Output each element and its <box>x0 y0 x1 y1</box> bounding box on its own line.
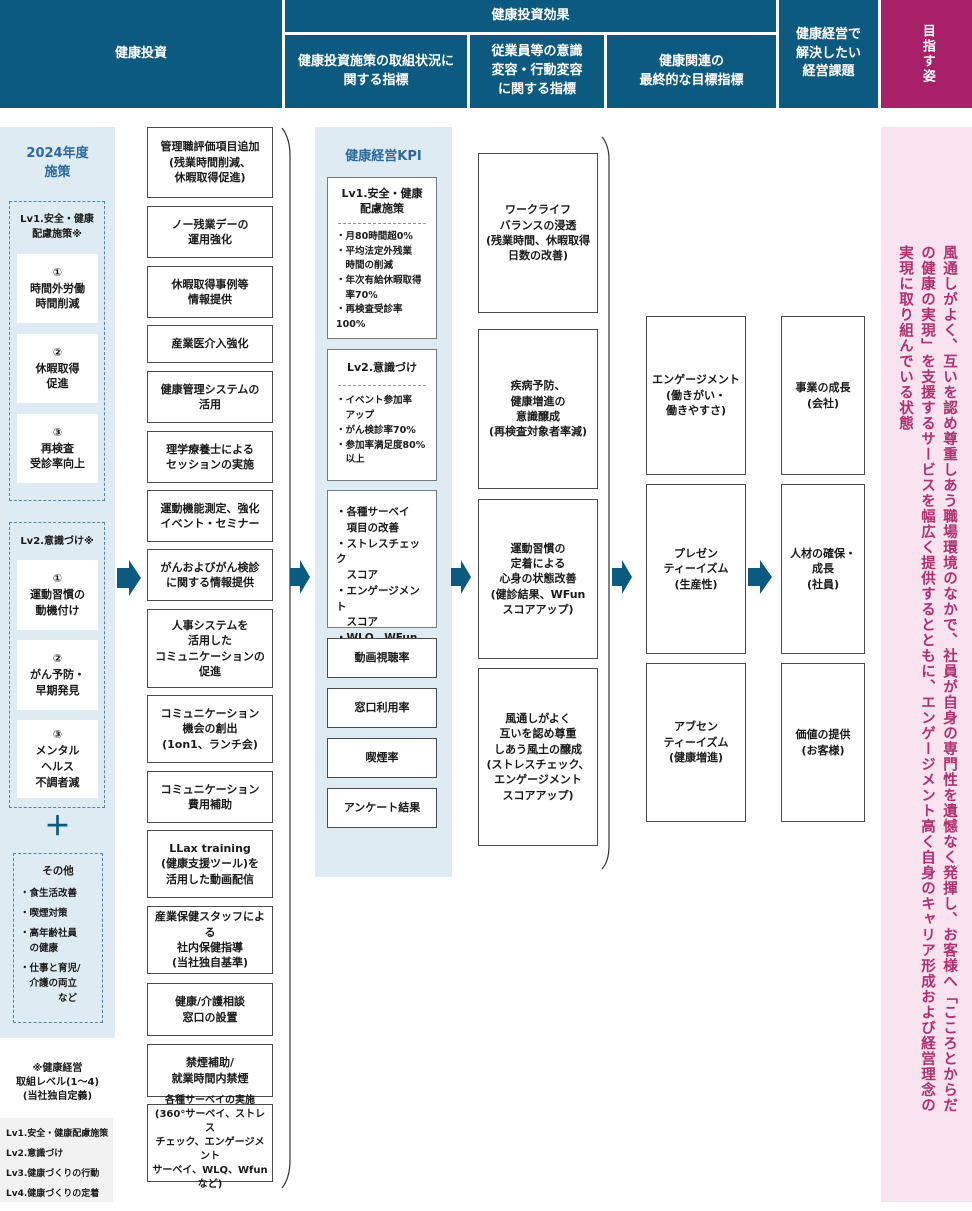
issue-item: 事業の成長 (会社) <box>781 316 865 475</box>
header-effect: 健康投資効果 <box>285 0 776 32</box>
arrow-right-icon <box>451 560 471 594</box>
measure-item: がんおよびがん検診 に関する情報提供 <box>147 549 273 601</box>
kpi-lv2-items: ・イベント参加率 アップ ・がん検診率70% ・参加率満足度80% 以上 <box>336 395 426 466</box>
fy-other-item: ・喫煙対策 <box>20 908 68 919</box>
arrow-right-icon <box>612 560 632 594</box>
fy-other-item: ・仕事と育児/ 介護の両立 など <box>20 963 81 1004</box>
behavior-item: 疾病予防、 健康増進の 意識醸成 (再検査対象者率減) <box>478 329 598 489</box>
arrow-right-icon <box>117 560 141 596</box>
final-item: プレゼン ティーイズム (生産性) <box>646 484 746 654</box>
measure-item: 人事システムを 活用した コミュニケーションの 促進 <box>147 609 273 688</box>
kpi-lv1-card: Lv1.安全・健康 配慮施策 ・月80時間超0% ・平均法定外残業 時間の削減 … <box>327 177 437 339</box>
arrow-right-icon <box>290 560 310 594</box>
measure-item: 禁煙補助/ 就業時間内禁煙 <box>147 1044 273 1097</box>
kpi-divider <box>338 222 426 224</box>
behavior-item: 風通しがよく 互いを認め尊重 しあう風土の醸成 (ストレスチェック、 エンゲージ… <box>478 668 598 846</box>
header-effect-sub1: 健康投資施策の取組状況に 関する指標 <box>285 35 467 108</box>
vision-text: 風通しがよく、互いを認め尊重しあう職場環境のなかで、社員が自身の専門性を遺憾なく… <box>897 245 957 1113</box>
measure-item: コミュニケーション 機会の創出 (1on1、ランチ会) <box>147 695 273 763</box>
bracket-shape <box>601 136 610 870</box>
header-issues: 健康経営で 解決したい 経営課題 <box>779 0 878 108</box>
measure-item: 運動機能測定、強化 イベント・セミナー <box>147 490 273 542</box>
level-legend: Lv1.安全・健康配慮施策 Lv2.意識づけ Lv3.健康づくりの行動 Lv4.… <box>0 1118 113 1202</box>
fy-lv1-group <box>9 201 105 501</box>
kpi-lv1-head: Lv1.安全・健康 配慮施策 <box>341 187 423 216</box>
kpi-survey-card: ・各種サーベイ 項目の改善 ・ストレスチェック スコア ・エンゲージメント スコ… <box>327 490 437 644</box>
measure-item: 産業保健スタッフによる 社内保健指導 (当社独自基準) <box>147 906 273 974</box>
fy-lv2-item-2: ② がん予防・ 早期発見 <box>17 640 98 710</box>
measure-item: コミュニケーション 費用補助 <box>147 771 273 823</box>
kpi-divider <box>338 385 426 387</box>
kpi-extra-item: 動画視聴率 <box>327 638 437 678</box>
bracket-shape <box>281 127 291 1189</box>
fy-other-title: その他 <box>42 865 74 877</box>
kpi-lv2-card: Lv2.意識づけ ・イベント参加率 アップ ・がん検診率70% ・参加率満足度8… <box>327 349 437 481</box>
fy-lv1-item-1: ① 時間外労働 時間削減 <box>17 254 98 323</box>
fy-lv1-item-2: ② 休暇取得 促進 <box>17 334 98 403</box>
vision-panel: 風通しがよく、互いを認め尊重しあう職場環境のなかで、社員が自身の専門性を遺憾なく… <box>881 127 972 1202</box>
level-note: ※健康経営 取組レベル(1～4) (当社独自定義) <box>15 1063 100 1102</box>
header-effect-sub3: 健康関連の 最終的な目標指標 <box>607 35 776 108</box>
behavior-item: 運動習慣の 定着による 心身の状態改善 (健診結果、WFun スコアアップ) <box>478 499 598 659</box>
header-investment: 健康投資 <box>0 0 282 108</box>
kpi-extra-item: 喫煙率 <box>327 738 437 778</box>
legend-item: Lv1.安全・健康配慮施策 <box>6 1129 109 1139</box>
fy-title: 2024年度 施策 <box>26 146 89 180</box>
kpi-survey-items: ・各種サーベイ 項目の改善 ・ストレスチェック スコア ・エンゲージメント スコ… <box>336 506 420 644</box>
kpi-lv1-items: ・月80時間超0% ・平均法定外残業 時間の削減 ・年次有給休暇取得 率70% … <box>336 230 422 331</box>
kpi-extra-item: アンケート結果 <box>327 788 437 828</box>
measure-item: 産業医介入強化 <box>147 325 273 363</box>
final-item: アブセン ティーイズム (健康増進) <box>646 663 746 822</box>
header-goal: 目指す姿 <box>881 0 972 108</box>
measure-item: 休暇取得事例等 情報提供 <box>147 266 273 318</box>
fy-other-item: ・食生活改善 <box>20 888 78 899</box>
issue-item: 人材の確保・ 成長 (社員) <box>781 484 865 654</box>
measure-item: 理学療養士による セッションの実施 <box>147 431 273 483</box>
fy-lv2-item-3: ③ メンタル ヘルス 不調者減 <box>17 720 98 798</box>
measure-item: ノー残業デーの 運用強化 <box>147 206 273 258</box>
kpi-extra-item: 窓口利用率 <box>327 688 437 728</box>
fy-lv2-label: Lv2.意識づけ※ <box>20 536 94 547</box>
final-item: エンゲージメント (働きがい・ 働きやすさ) <box>646 316 746 475</box>
behavior-item: ワークライフ バランスの浸透 (残業時間、休暇取得 日数の改善) <box>478 153 598 313</box>
fy-other-list: ・食生活改善 ・喫煙対策 ・高年齢社員 の健康 ・仕事と育児/ 介護の両立 など <box>20 886 102 1006</box>
fy-lv2-item-1: ① 運動習慣の 動機付け <box>17 560 98 630</box>
fy-lv2-group <box>9 522 105 808</box>
fy-other-group <box>13 853 103 1023</box>
measure-item: 管理職評価項目追加 (残業時間削減、 休暇取得促進) <box>147 127 273 198</box>
legend-item: Lv2.意識づけ <box>6 1149 64 1159</box>
header-effect-sub2: 従業員等の意識 変容・行動変容 に関する指標 <box>470 35 604 108</box>
legend-item: Lv4.健康づくりの定着 <box>6 1189 100 1199</box>
fy-lv1-item-3: ③ 再検査 受診率向上 <box>17 414 98 483</box>
measure-item: 各種サーベイの実施 (360°サーベイ、ストレス チェック、エンゲージメント サ… <box>147 1095 273 1190</box>
kpi-title: 健康経営KPI <box>345 149 422 164</box>
arrow-right-icon <box>748 560 772 594</box>
kpi-lv2-head: Lv2.意識づけ <box>346 361 417 374</box>
header-goal-text: 目指す姿 <box>919 24 935 84</box>
fy-plus: ＋ <box>44 812 71 842</box>
measure-item: LLax training (健康支援ツール)を 活用した動画配信 <box>147 830 273 898</box>
fy-lv1-label: Lv1.安全・健康 配慮施策※ <box>20 214 94 240</box>
legend-item: Lv3.健康づくりの行動 <box>6 1169 100 1179</box>
measure-item: 健康/介護相談 窓口の設置 <box>147 983 273 1036</box>
fy-other-item: ・高年齢社員 の健康 <box>20 928 78 954</box>
issue-item: 価値の提供 (お客様) <box>781 663 865 822</box>
measure-item: 健康管理システムの 活用 <box>147 371 273 423</box>
